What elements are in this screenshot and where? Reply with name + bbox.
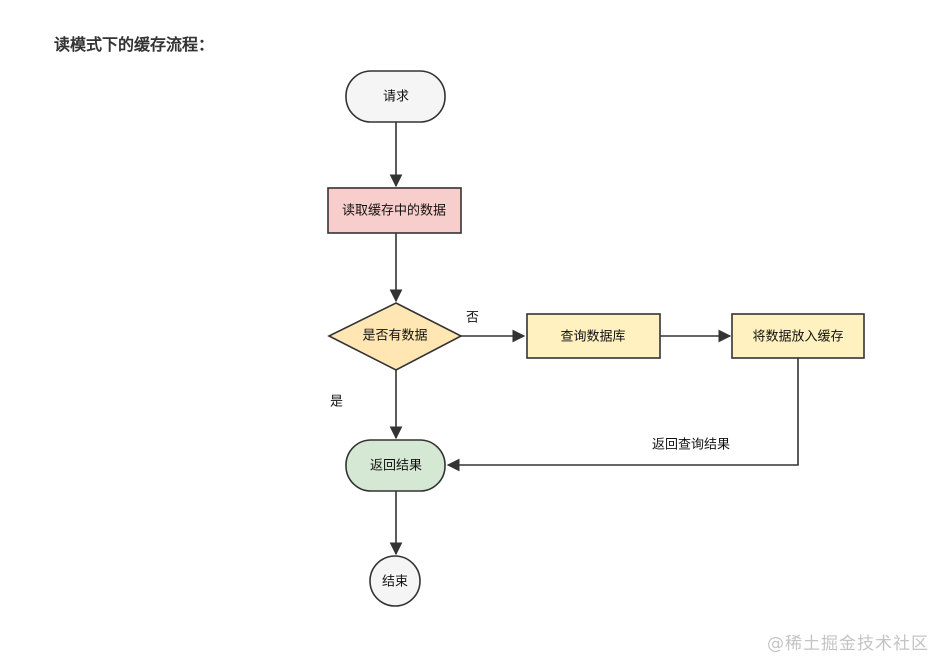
node-query-db-shape (526, 313, 661, 359)
page-title: 读模式下的缓存流程： (54, 35, 215, 54)
node-return-result-shape (345, 439, 446, 492)
edge-label-no: 否 (466, 311, 479, 326)
node-has-data-label: 是否有数据 (362, 329, 427, 344)
edge-label-return-query: 返回查询结果 (652, 438, 730, 453)
node-return-result-label: 返回结果 (370, 459, 422, 474)
node-read-cache: 读取缓存中的数据 (327, 187, 462, 234)
watermark: @稀土掘金技术社区 (767, 634, 929, 654)
node-put-cache: 将数据放入缓存 (731, 313, 865, 359)
node-query-db-label: 查询数据库 (560, 329, 625, 345)
node-end: 结束 (369, 555, 421, 607)
node-end-label: 结束 (382, 575, 408, 590)
node-request-label: 请求 (383, 90, 409, 105)
node-has-data: 是否有数据 (327, 302, 463, 371)
node-return-result: 返回结果 (345, 439, 446, 492)
node-put-cache-shape (731, 313, 865, 359)
node-end-shape (369, 555, 421, 607)
node-request-shape (345, 70, 446, 123)
edge-label-yes: 是 (330, 395, 343, 410)
node-query-db: 查询数据库 (526, 313, 661, 359)
edge-put-to-result (446, 358, 799, 472)
node-put-cache-label: 将数据放入缓存 (752, 330, 843, 345)
node-read-cache-label: 读取缓存中的数据 (342, 203, 446, 219)
node-read-cache-shape (327, 187, 462, 234)
node-request: 请求 (345, 70, 446, 123)
node-has-data-shape (327, 302, 463, 371)
edges (389, 122, 799, 556)
